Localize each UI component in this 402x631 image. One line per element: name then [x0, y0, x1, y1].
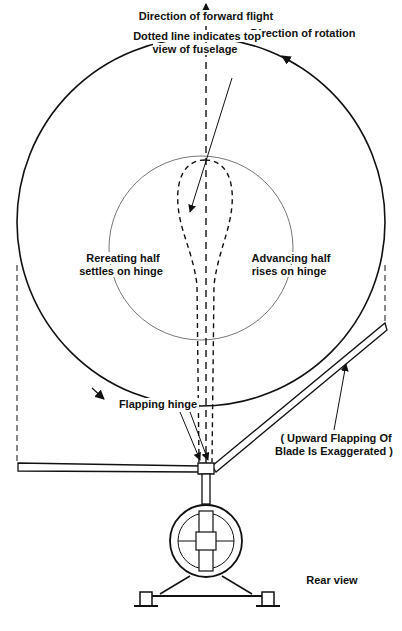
projection-line — [385, 265, 386, 324]
rotor-disk — [17, 38, 385, 406]
label-text: Rereating half settles on hinge — [79, 252, 165, 277]
hinge-label: Flapping hinge — [108, 398, 208, 411]
label-text: Flapping hinge — [117, 398, 199, 410]
advancing-label: Advancing half rises on hinge — [236, 252, 344, 278]
leader-line — [334, 364, 346, 430]
leader-line — [190, 78, 232, 212]
label-text: Dotted line indicates top view of fusela… — [131, 30, 261, 55]
label-text: ( Upward Flapping Of Blade Is Exaggerate… — [275, 432, 395, 457]
exaggeration-note: ( Upward Flapping Of Blade Is Exaggerate… — [272, 432, 398, 458]
retreating-blade — [18, 463, 200, 472]
projection-line — [17, 265, 18, 462]
label-text: Rear view — [304, 574, 359, 586]
rotor-mast — [202, 474, 210, 504]
label-text: Direction of forward flight — [137, 10, 275, 22]
leader-line — [190, 412, 208, 460]
fuselage-outline — [178, 160, 233, 462]
rotor-hub — [198, 463, 214, 474]
forward-flight-arrow — [205, 4, 206, 465]
retreating-label: Rereating half settles on hinge — [66, 252, 178, 278]
helicopter-rear-view — [134, 505, 280, 606]
label-text: Advancing half rises on hinge — [250, 252, 331, 277]
inner-circle — [109, 156, 293, 340]
view-label: Rear view — [292, 574, 372, 587]
fuselage-note: Dotted line indicates top view of fusela… — [122, 30, 270, 56]
rotation-arrow — [282, 56, 298, 66]
rotation-arrow — [92, 388, 104, 399]
flight-direction-label: Direction of forward flight — [116, 10, 296, 23]
label-text: Direction of rotation — [248, 27, 357, 39]
leader-line — [180, 412, 200, 460]
